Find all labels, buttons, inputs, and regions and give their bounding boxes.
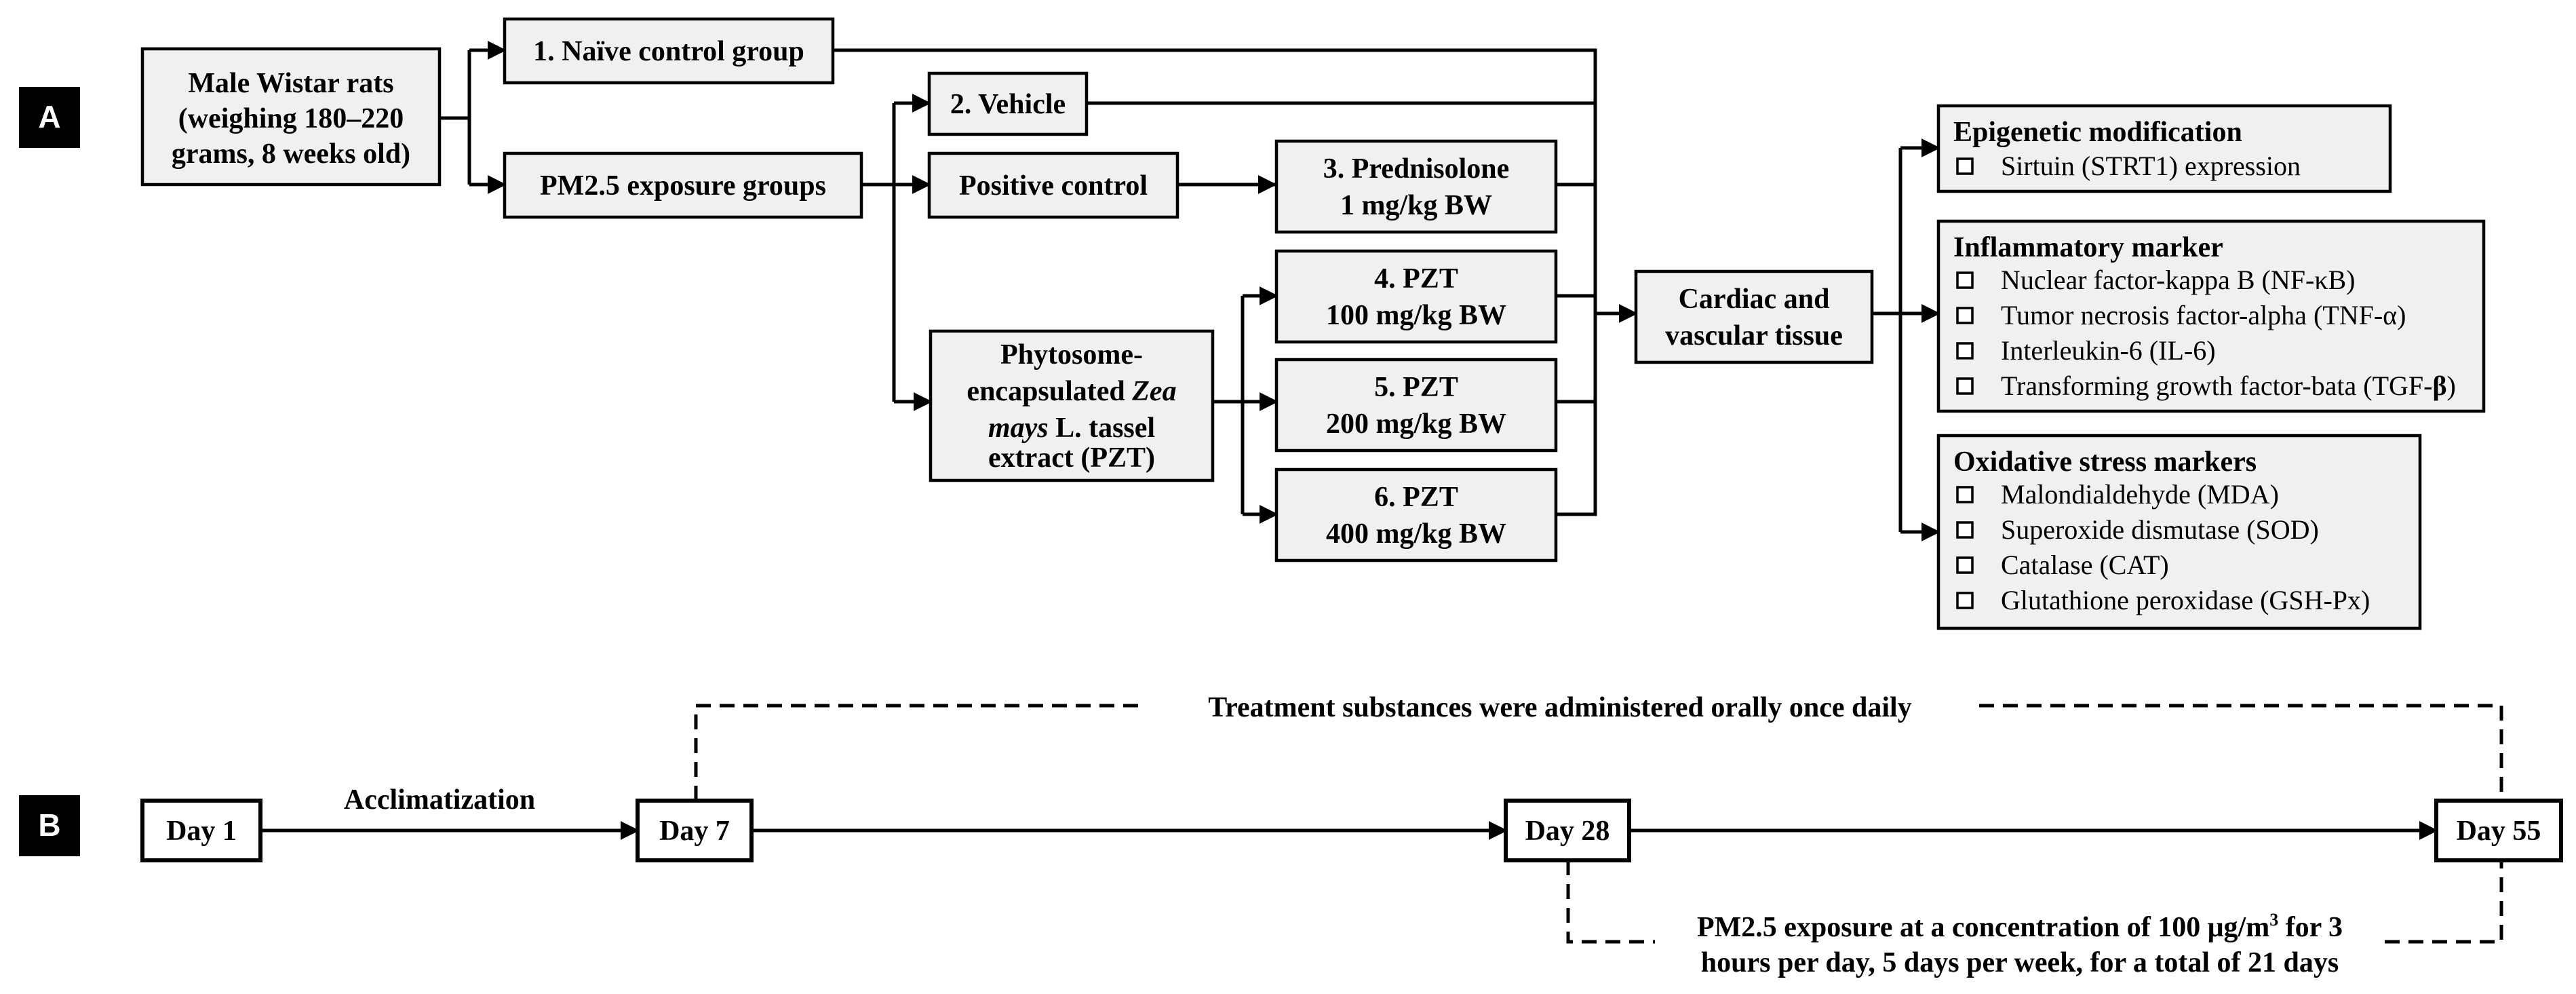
inflammatory-item-2: Interleukin-6 (IL-6) (2001, 335, 2216, 366)
day-55-label: Day 55 (2457, 816, 2541, 847)
pzt-200-line-1: 5. PZT (1374, 372, 1458, 403)
day-1-label: Day 1 (166, 816, 237, 847)
treatment-label: Treatment substances were administered o… (1208, 692, 1911, 723)
panel-a-label-box (19, 87, 80, 148)
panel-b: B Day 1 Day 7 Day 28 Day 55 Acclimatizat… (19, 692, 2563, 978)
pzt-100-box (1274, 249, 1558, 344)
source-box (140, 47, 442, 187)
exposure-groups-label: PM2.5 exposure groups (540, 170, 826, 202)
inflammatory-box (1936, 219, 2486, 413)
inflammatory-item-0: Nuclear factor-kappa B (NF-κB) (2001, 265, 2355, 295)
day-7-box (636, 799, 754, 862)
target-tissue-line-2: vascular tissue (1665, 320, 1843, 351)
pzt-400-box (1274, 467, 1558, 562)
oxidative-checkbox-2 (1956, 556, 1974, 574)
oxidative-title: Oxidative stress markers (1953, 446, 2257, 478)
pzt-200-box (1274, 358, 1558, 453)
vehicle-box (927, 71, 1089, 136)
oxidative-item-3: Glutathione peroxidase (GSH-Px) (2001, 585, 2370, 615)
pzt-200-line-2: 200 mg/kg BW (1326, 408, 1506, 440)
target-tissue-line-1: Cardiac and (1679, 284, 1830, 315)
epigenetic-title: Epigenetic modification (1953, 117, 2242, 148)
pzt-100-line-1: 4. PZT (1374, 263, 1458, 294)
panel-a: A (19, 17, 2486, 630)
panel-a-connectors (440, 41, 1940, 541)
oxidative-item-0: Malondialdehyde (MDA) (2001, 479, 2279, 510)
epigenetic-checkbox (1956, 157, 1974, 175)
pzt-400-line-2: 400 mg/kg BW (1326, 518, 1506, 550)
positive-control-box (927, 151, 1179, 219)
inflammatory-checkbox-1 (1956, 307, 1974, 324)
day-28-box (1504, 799, 1631, 862)
exposure-schedule-line-1: PM2.5 exposure at a concentration of 100… (1697, 910, 2343, 943)
panel-b-label: B (38, 807, 60, 843)
epigenetic-item-0: Sirtuin (STRT1) expression (2001, 151, 2301, 181)
pzt-source-line-4: extract (PZT) (988, 442, 1155, 474)
pzt-100-line-2: 100 mg/kg BW (1326, 300, 1506, 331)
panel-a-label: A (38, 99, 60, 134)
source-line-2: (weighing 180–220 (178, 103, 404, 134)
exposure-schedule-line-2: hours per day, 5 days per week, for a to… (1701, 947, 2339, 978)
acclimatization-label: Acclimatization (344, 784, 535, 816)
vehicle-label: 2. Vehicle (950, 89, 1066, 120)
naive-control-label: 1. Naïve control group (533, 36, 804, 67)
positive-control-label: Positive control (959, 170, 1148, 202)
oxidative-checkbox-0 (1956, 486, 1974, 503)
inflammatory-item-1: Tumor necrosis factor-alpha (TNF-α) (2001, 300, 2406, 330)
oxidative-checkbox-3 (1956, 592, 1974, 609)
prednisolone-line-2: 1 mg/kg BW (1340, 190, 1492, 221)
pzt-source-line-2: encapsulated Zea (967, 376, 1176, 407)
pzt-400-line-1: 6. PZT (1374, 482, 1458, 513)
epigenetic-box (1936, 104, 2392, 193)
inflammatory-item-3: Transforming growth factor-bata (TGF-β) (2001, 370, 2456, 401)
day-7-label: Day 7 (659, 816, 730, 847)
oxidative-item-2: Catalase (CAT) (2001, 550, 2169, 580)
inflammatory-title: Inflammatory marker (1953, 232, 2223, 263)
target-tissue-box (1634, 269, 1874, 364)
source-line-3: grams, 8 weeks old) (172, 138, 410, 170)
naive-control-box (503, 17, 835, 85)
exposure-groups-box (503, 151, 863, 219)
source-line-1: Male Wistar rats (188, 68, 393, 99)
pzt-source-box (929, 329, 1215, 482)
oxidative-box (1936, 434, 2422, 630)
day-1-box (140, 799, 262, 862)
timeline-connectors (260, 704, 2503, 944)
prednisolone-line-1: 3. Prednisolone (1323, 153, 1510, 185)
inflammatory-checkbox-3 (1956, 377, 1974, 395)
pzt-source-line-3: mays L. tassel (988, 413, 1155, 444)
inflammatory-checkbox-2 (1956, 342, 1974, 360)
day-55-box (2434, 799, 2563, 862)
oxidative-item-1: Superoxide dismutase (SOD) (2001, 514, 2319, 545)
panel-b-label-box (19, 795, 80, 856)
prednisolone-box (1274, 139, 1558, 234)
day-28-label: Day 28 (1525, 816, 1610, 847)
oxidative-checkbox-1 (1956, 521, 1974, 539)
inflammatory-checkbox-0 (1956, 271, 1974, 289)
pzt-source-line-1: Phytosome- (1000, 339, 1143, 370)
